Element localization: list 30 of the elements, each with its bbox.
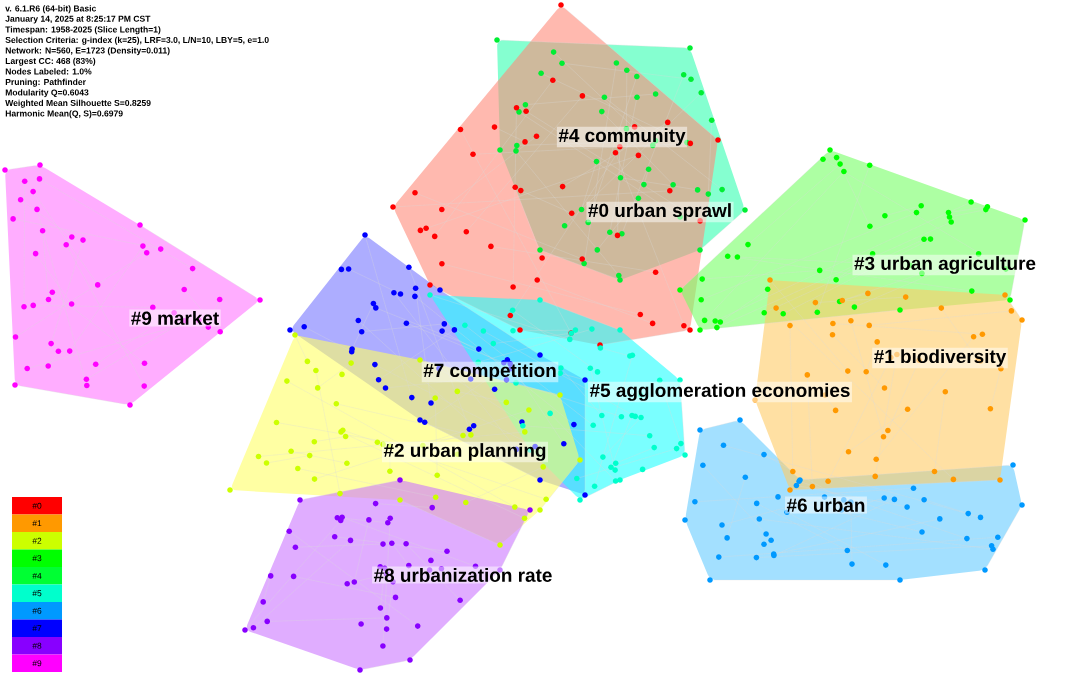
cluster-label: #1 biodiversity <box>872 347 1008 369</box>
legend-item: #7 <box>12 619 62 637</box>
info-text: v. 6.1.R6 (64-bit) Basic <box>5 5 97 14</box>
cluster-label: #6 urban <box>785 496 867 514</box>
info-text: January 14, 2025 at 8:25:17 PM CST <box>5 15 151 24</box>
cluster-label: #3 urban agriculture <box>852 254 1038 276</box>
info-text: Weighted Mean Silhouette S=0.8259 <box>5 99 151 108</box>
legend-item: #3 <box>12 549 62 567</box>
info-text: Largest CC: 468 (83%) <box>5 57 96 66</box>
info-text: Pruning: Pathfinder <box>5 78 86 87</box>
cluster-label: #0 urban sprawl <box>586 201 734 223</box>
cluster-label: #8 urbanization rate <box>372 566 554 584</box>
legend-item: #5 <box>12 584 62 602</box>
legend-item: #4 <box>12 567 62 585</box>
cluster-label: #9 market <box>129 309 221 327</box>
cluster-label: #7 competition <box>421 361 559 383</box>
info-text: Network: N=560, E=1723 (Density=0.011) <box>5 47 170 56</box>
info-text: Modularity Q=0.6043 <box>5 89 89 98</box>
info-text: Timespan: 1958-2025 (Slice Length=1) <box>5 26 161 35</box>
legend-item: #9 <box>12 654 62 672</box>
info-text: Selection Criteria: g-index (k=25), LRF=3.0, L/N=10, LBY=5, e=1.0 <box>5 36 269 45</box>
legend-item: #6 <box>12 602 62 620</box>
info-text: Harmonic Mean(Q, S)=0.6979 <box>5 110 123 119</box>
cluster-label: #2 urban planning <box>382 441 548 463</box>
cluster-label: #5 agglomeration economies <box>588 381 852 403</box>
legend-item: #2 <box>12 532 62 550</box>
legend-item: #1 <box>12 514 62 532</box>
info-text: Nodes Labeled: 1.0% <box>5 68 92 75</box>
legend-item: #0 <box>12 497 62 515</box>
cluster-label: #4 community <box>556 126 688 148</box>
